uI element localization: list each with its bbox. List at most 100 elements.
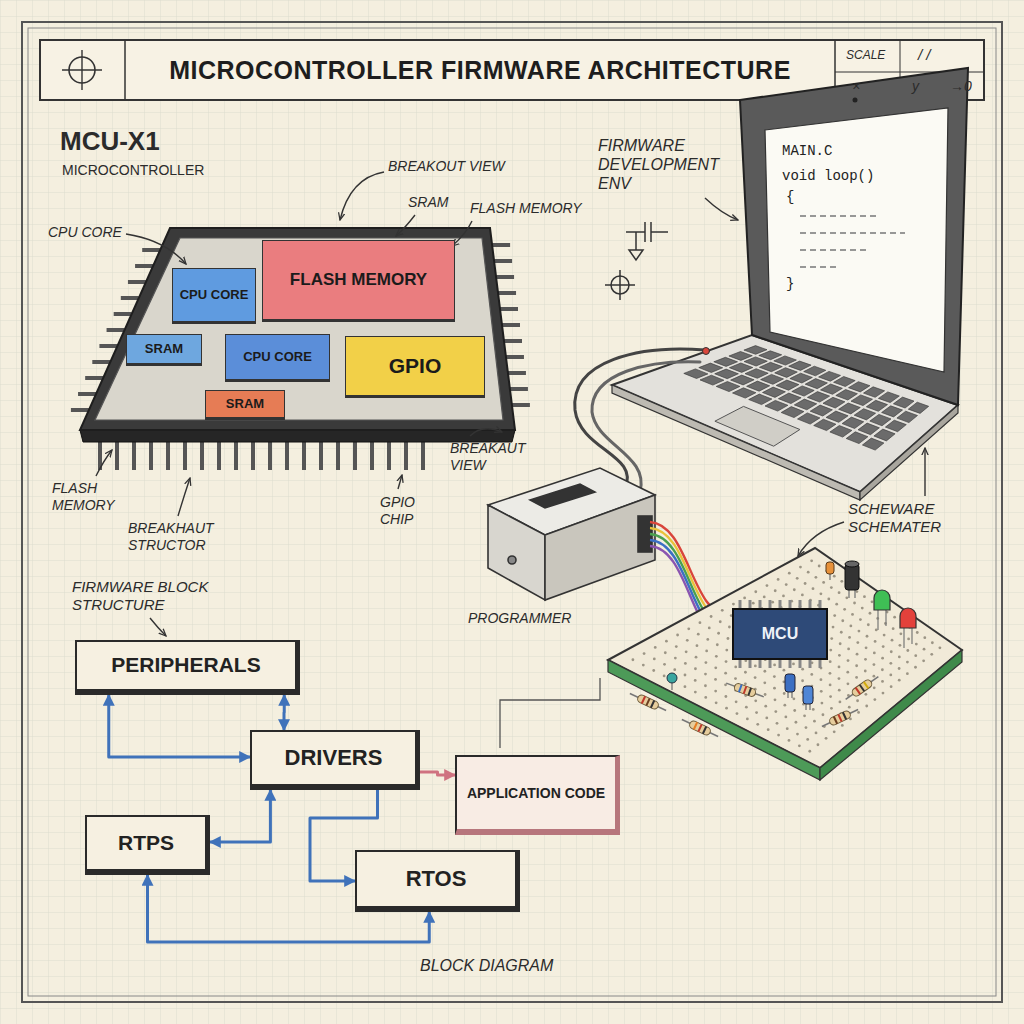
schematic-symbol	[629, 250, 643, 260]
breadboard-hole	[817, 743, 820, 746]
breadboard-hole	[798, 744, 801, 747]
capacitor	[667, 673, 677, 683]
breadboard-hole	[820, 678, 823, 681]
breadboard	[608, 660, 820, 780]
chip-pin	[759, 660, 762, 668]
breadboard-hole	[867, 623, 870, 626]
keyboard-key	[745, 369, 768, 379]
keyboard-key	[864, 387, 885, 398]
breadboard-hole	[915, 643, 918, 646]
programmer-box	[638, 516, 652, 552]
keyboard-key	[819, 371, 841, 381]
breadboard-hole	[714, 678, 717, 681]
breadboard-hole	[777, 578, 780, 581]
keyboard-key	[715, 406, 800, 446]
callout-label: →0	[950, 78, 972, 95]
breadboard-hole	[873, 698, 876, 701]
breadboard-hole	[724, 695, 727, 698]
chip-pin	[512, 403, 530, 407]
breadboard-hole	[922, 659, 925, 662]
keyboard-key	[729, 363, 752, 372]
breadboard-hole	[744, 682, 747, 685]
breadboard-hole	[632, 559, 942, 752]
keyboard-key	[807, 392, 829, 403]
chip-pin	[494, 259, 512, 263]
breadboard-hole	[851, 613, 854, 616]
chip-pin	[166, 440, 170, 470]
keyboard-key	[823, 397, 845, 408]
keyboard-key	[882, 406, 903, 417]
chip-leader-lines	[705, 198, 738, 220]
breadboard-hole	[764, 705, 767, 708]
keyboard-key	[826, 411, 848, 422]
chip-pin	[759, 600, 762, 608]
chip-pin	[508, 371, 526, 375]
block-connector	[109, 695, 250, 757]
breadboard-hole	[793, 588, 796, 591]
breadboard-hole	[833, 575, 836, 578]
resistor	[843, 673, 880, 702]
chip-pin	[268, 440, 272, 470]
breadboard-hole	[724, 672, 727, 675]
keyboard-key	[684, 369, 708, 379]
breadboard-hole	[801, 594, 804, 597]
breadboard-hole	[906, 661, 909, 664]
laptop	[612, 68, 968, 500]
node-text: FLASH MEMORY	[290, 270, 427, 290]
bead	[826, 562, 834, 580]
code-line	[800, 266, 840, 268]
led	[900, 608, 916, 628]
breadboard-hole	[704, 673, 707, 676]
keyboard-key	[794, 399, 816, 410]
breadboard-hole	[812, 587, 815, 590]
callout-label: y	[912, 78, 919, 95]
breadboard-hole	[830, 707, 833, 710]
keyboard-key	[874, 429, 895, 441]
bead	[826, 562, 834, 574]
keyboard-key	[830, 426, 852, 438]
breadboard-hole	[857, 711, 860, 714]
breadboard-hole	[889, 674, 892, 677]
breadboard-hole	[684, 662, 687, 665]
breadboard-hole	[663, 663, 666, 666]
laptop	[853, 98, 858, 103]
code-line	[800, 249, 870, 251]
keyboard-key	[733, 388, 756, 398]
chip-pin	[779, 660, 782, 668]
chip-pin	[142, 248, 160, 252]
breadboard-hole	[754, 590, 757, 593]
breadboard-hole	[840, 580, 843, 583]
breadboard-hole	[708, 627, 711, 630]
keyboard-key	[790, 373, 813, 383]
node-text: SRAM	[226, 397, 264, 412]
sheet-frame	[22, 22, 1002, 1002]
chip-pin	[115, 440, 119, 470]
chip-pin	[779, 600, 782, 608]
chip-pin	[302, 440, 306, 470]
sram-block: SRAM	[126, 334, 202, 366]
sheet-frame	[28, 28, 996, 996]
breadboard-hole	[704, 684, 707, 687]
breadboard-hole	[764, 693, 767, 696]
breadboard-hole	[801, 679, 804, 682]
resistor	[642, 696, 645, 703]
chip-pin	[492, 243, 510, 247]
breadboard-hole	[801, 668, 804, 671]
breadboard-hole	[843, 608, 846, 611]
breadboard-hole	[923, 648, 926, 651]
breadboard-hole	[694, 679, 697, 682]
breadboard-hole	[766, 584, 769, 587]
breadboard-hole	[652, 669, 655, 672]
drivers-block: DRIVERS	[250, 730, 420, 790]
resistor	[846, 677, 879, 700]
chip-pin	[498, 291, 516, 295]
keyboard-key	[870, 414, 891, 425]
node-text: CPU CORE	[243, 350, 312, 365]
keyboard-key	[821, 384, 843, 394]
breadboard-hole	[832, 626, 835, 629]
chip-pin	[251, 440, 255, 470]
breadboard-hole	[914, 654, 917, 657]
breadboard-hole	[734, 666, 737, 669]
usb-cable	[703, 348, 710, 355]
